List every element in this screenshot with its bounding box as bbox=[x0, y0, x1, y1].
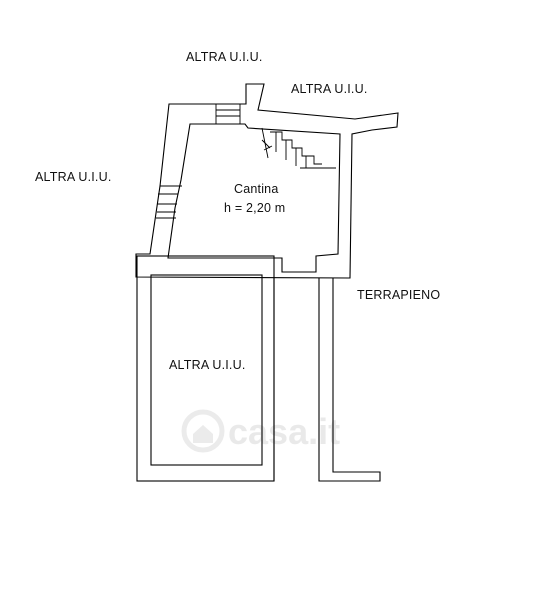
cantina-inner-wall bbox=[167, 123, 341, 273]
altra-uiu-top-right-label: ALTRA U.I.U. bbox=[291, 82, 368, 96]
left-window-opening bbox=[156, 185, 182, 219]
cantina-label: Cantina bbox=[234, 182, 279, 196]
cantina-height-label: h = 2,20 m bbox=[224, 201, 285, 215]
cantina-outer-wall bbox=[135, 83, 399, 279]
corridor-right-wall bbox=[318, 278, 381, 482]
altra-uiu-lower-room-label: ALTRA U.I.U. bbox=[169, 358, 246, 372]
altra-uiu-top-label: ALTRA U.I.U. bbox=[186, 50, 263, 64]
altra-uiu-left-label: ALTRA U.I.U. bbox=[35, 170, 112, 184]
top-door-opening bbox=[215, 104, 241, 124]
watermark-text: casa.it bbox=[228, 411, 340, 452]
staircase bbox=[261, 127, 336, 169]
watermark-logo: casa.it bbox=[181, 409, 340, 453]
lower-room-inner-wall bbox=[150, 274, 263, 466]
terrapieno-label: TERRAPIENO bbox=[357, 288, 440, 302]
